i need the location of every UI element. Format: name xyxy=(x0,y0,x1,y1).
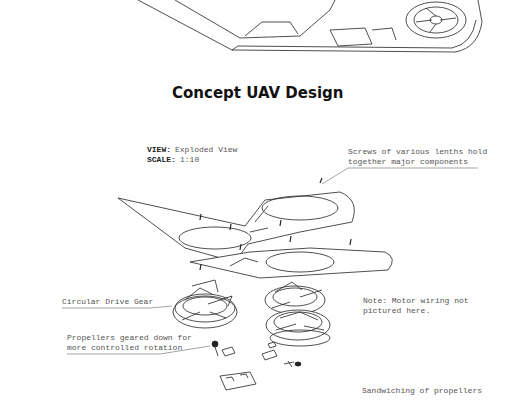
callout-note: Circular Drive Gear xyxy=(62,297,153,307)
screws xyxy=(200,178,351,270)
callout-note: Propellers geared down for more controll… xyxy=(67,333,202,353)
assembled-view xyxy=(138,0,482,52)
callout-note: Screws of various lenths hold together m… xyxy=(348,147,498,167)
page-title: Concept UAV Design xyxy=(172,84,343,102)
scale-value: 1:10 xyxy=(180,155,199,165)
drive-gears xyxy=(173,280,330,346)
lower-plate xyxy=(190,248,392,278)
callout-note: Sandwiching of propellers xyxy=(362,386,502,396)
view-value: Exploded View xyxy=(175,145,237,155)
small-parts xyxy=(212,341,301,390)
note-text: Note: Motor wiring not pictured here. xyxy=(363,296,473,316)
leader-lines xyxy=(62,168,478,354)
view-key: VIEW: xyxy=(147,145,171,155)
scale-key: SCALE: xyxy=(147,155,176,165)
